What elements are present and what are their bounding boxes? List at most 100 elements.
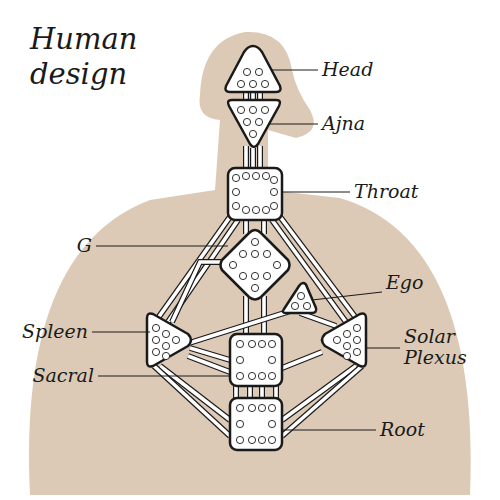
gate-circle — [297, 292, 304, 299]
gate-circle — [263, 250, 270, 257]
channel-outline — [261, 220, 267, 234]
gate-circle — [270, 202, 277, 209]
gate-circle — [268, 404, 275, 411]
gate-circle — [251, 238, 258, 245]
gate-circle — [343, 342, 350, 349]
channel-outline — [282, 366, 356, 420]
gate-circle — [258, 404, 265, 411]
gate-circle — [239, 272, 246, 279]
gate-circle — [251, 250, 258, 257]
gate-circle — [268, 340, 275, 347]
channel-outline — [250, 148, 256, 168]
gate-circle — [242, 206, 249, 213]
gate-circle — [273, 261, 280, 268]
channel-outline — [273, 386, 279, 398]
channel-outline — [282, 366, 362, 436]
channel-fill — [260, 386, 264, 398]
gate-circle — [232, 174, 239, 181]
gate-circle — [248, 404, 255, 411]
gate-circle — [162, 352, 169, 359]
gate-circle — [249, 106, 256, 113]
gate-circle — [229, 261, 236, 268]
gate-circle — [236, 436, 243, 443]
gate-circle — [303, 302, 310, 309]
gate-circle — [353, 336, 360, 343]
gate-circle — [252, 172, 259, 179]
channel-fill — [282, 366, 356, 420]
leader-lines — [92, 70, 400, 430]
gate-circle — [248, 340, 255, 347]
channel-fill — [282, 366, 362, 436]
gate-circle — [172, 336, 179, 343]
gate-circle — [237, 106, 244, 113]
channel-fill — [251, 148, 255, 168]
gate-circle — [251, 272, 258, 279]
channel-outline — [300, 313, 336, 326]
gate-circle — [243, 118, 250, 125]
channel-fill — [262, 220, 266, 234]
gate-circle — [232, 202, 239, 209]
channel-fill — [258, 146, 262, 168]
channel-outline — [243, 146, 249, 168]
center-label: Throat — [354, 181, 418, 202]
gate-circle — [162, 342, 169, 349]
center-label: Sacral — [33, 365, 94, 386]
gate-circle — [237, 80, 244, 87]
gate-circle — [236, 340, 243, 347]
channel-fill — [172, 262, 228, 322]
gate-circle — [251, 284, 258, 291]
gate-circle — [152, 324, 159, 331]
gate-circle — [243, 68, 250, 75]
channel-fill — [244, 220, 248, 234]
channels — [154, 92, 362, 436]
channel-outline — [259, 386, 265, 398]
gate-circle — [343, 352, 350, 359]
channel-fill — [248, 386, 252, 398]
gate-circle — [252, 206, 259, 213]
gate-circle — [249, 80, 256, 87]
gate-circle — [262, 206, 269, 213]
center-label: Solar Plexus — [404, 326, 474, 368]
gate-circle — [268, 356, 275, 363]
center-label: Ajna — [322, 113, 365, 134]
gate-circle — [255, 118, 262, 125]
channel-outline — [247, 386, 253, 398]
centers — [147, 46, 366, 450]
gate-circle — [258, 340, 265, 347]
gate-circle — [232, 188, 239, 195]
center-label: Spleen — [22, 321, 88, 342]
gate-circle — [239, 250, 246, 257]
channel-outline — [261, 296, 267, 334]
gate-circle — [248, 436, 255, 443]
gate-circle — [268, 436, 275, 443]
gate-circle — [255, 68, 262, 75]
channel-fill — [262, 296, 266, 334]
channel-fill — [188, 356, 230, 372]
gate-circle — [333, 336, 340, 343]
gate-circle — [353, 324, 360, 331]
gate-circle — [258, 372, 265, 379]
channel-outline — [233, 386, 239, 398]
channel-fill — [160, 366, 230, 420]
center-label: Ego — [386, 272, 423, 293]
gate-circle — [270, 176, 277, 183]
silhouette — [29, 32, 471, 495]
gate-circle — [248, 372, 255, 379]
gate-circle — [258, 436, 265, 443]
center-label: Head — [322, 59, 373, 80]
channel-outline — [172, 262, 228, 322]
gate-circle — [236, 420, 243, 427]
gate-circle — [236, 404, 243, 411]
title: Human design — [30, 22, 160, 92]
gate-circle — [162, 330, 169, 337]
channel-fill — [234, 386, 238, 398]
center-label: G — [77, 235, 92, 256]
channel-fill — [244, 146, 248, 168]
gate-circle — [353, 348, 360, 355]
channel-outline — [282, 352, 322, 368]
gate-circle — [261, 106, 268, 113]
gate-circle — [236, 356, 243, 363]
gate-circle — [291, 302, 298, 309]
gate-circle — [236, 372, 243, 379]
